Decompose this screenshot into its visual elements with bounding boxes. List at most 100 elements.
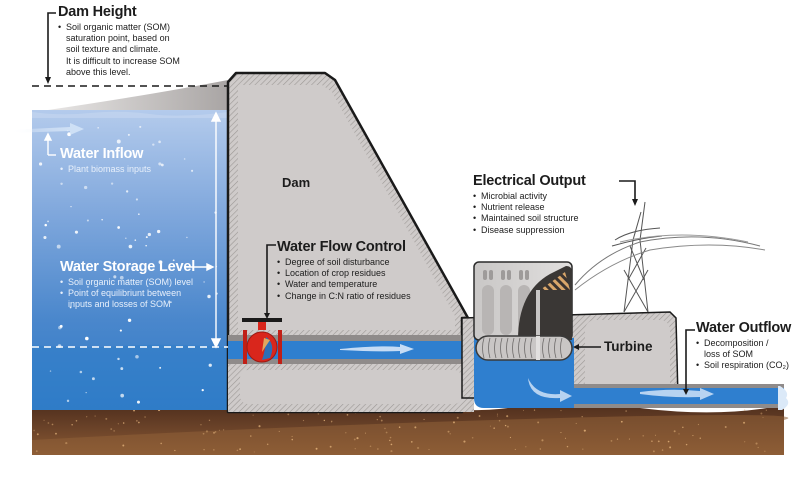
- water-bubble: [158, 260, 163, 265]
- water-bubble: [191, 169, 194, 172]
- soil-speck: [764, 450, 766, 452]
- water-bubble: [38, 162, 43, 166]
- water-bubble: [160, 163, 164, 167]
- water-inflow-title: Water Inflow: [60, 146, 144, 162]
- soil-speck: [414, 426, 417, 429]
- water-bubble: [135, 198, 139, 201]
- soil-speck: [463, 440, 466, 443]
- soil-speck: [575, 422, 577, 424]
- soil-speck: [669, 446, 672, 449]
- soil-speck: [385, 431, 388, 434]
- soil-speck: [541, 439, 544, 442]
- soil-speck: [493, 427, 495, 429]
- water-bubble: [72, 269, 75, 272]
- water-bubble: [158, 140, 161, 144]
- water-bubble: [44, 223, 47, 227]
- list-item: Microbial activity: [473, 191, 586, 203]
- soil-speck: [287, 413, 290, 416]
- soil-speck: [449, 433, 451, 435]
- water-bubble: [186, 236, 188, 239]
- soil-speck: [762, 416, 764, 419]
- water-bubble: [145, 244, 147, 247]
- soil-speck: [105, 417, 108, 420]
- soil-speck: [447, 430, 450, 433]
- turbine: [475, 335, 573, 361]
- water-storage-level-label: Water Storage Level Soil organic matter …: [60, 259, 195, 311]
- water-bubble: [159, 366, 162, 369]
- water-bubble: [128, 244, 133, 249]
- soil-speck: [346, 413, 349, 416]
- turbine-blade: [518, 337, 521, 359]
- water-bubble: [85, 391, 87, 394]
- dam-height-title: Dam Height: [58, 4, 137, 20]
- soil-speck: [330, 420, 333, 423]
- soil-speck: [133, 409, 135, 412]
- soil-speck: [456, 416, 459, 419]
- reservoir-upper-wedge: [48, 80, 228, 112]
- list-item: loss of SOM: [704, 348, 754, 359]
- soil-speck: [616, 438, 619, 440]
- soil-speck: [113, 430, 115, 432]
- water-bubble: [49, 370, 52, 372]
- water-bubble: [117, 226, 120, 229]
- storage-range-arrow: [210, 111, 222, 349]
- soil-speck: [625, 410, 627, 412]
- soil-speck: [223, 429, 225, 431]
- water-bubble: [183, 158, 186, 160]
- water-bubble: [86, 219, 89, 222]
- water-flow-control-title: Water Flow Control: [277, 239, 406, 255]
- soil-speck: [317, 412, 320, 415]
- soil-speck: [560, 410, 562, 412]
- soil-speck: [765, 409, 767, 411]
- water-outflow-title: Water Outflow: [696, 320, 792, 336]
- soil-speck: [345, 432, 347, 434]
- soil-speck: [428, 449, 430, 451]
- water-bubble: [120, 367, 124, 371]
- turbine-blade: [488, 337, 491, 359]
- soil-speck: [642, 434, 645, 437]
- soil-speck: [509, 436, 512, 439]
- water-bubble: [97, 127, 99, 129]
- water-bubble: [135, 354, 139, 359]
- soil-speck: [65, 441, 68, 445]
- water-bubble: [117, 357, 120, 361]
- water-bubble: [101, 219, 103, 221]
- list-item: Maintained soil structure: [473, 213, 586, 225]
- soil-speck: [36, 433, 39, 436]
- soil-speck: [654, 434, 656, 436]
- turbine-blade: [512, 337, 515, 359]
- water-bubble: [136, 400, 140, 404]
- soil-speck: [71, 424, 73, 426]
- soil-speck: [389, 436, 392, 439]
- water-bubble: [169, 301, 172, 304]
- soil-speck: [398, 426, 401, 429]
- list-item: Change in C:N ratio of residues: [277, 291, 411, 303]
- soil-speck: [566, 445, 569, 448]
- soil-speck: [205, 430, 209, 433]
- water-bubble: [85, 336, 89, 341]
- soil-speck: [252, 414, 254, 416]
- water-bubble: [43, 235, 47, 240]
- soil-speck: [525, 446, 527, 448]
- water-bubble: [139, 125, 142, 128]
- soil-speck: [174, 449, 176, 452]
- soil-speck: [651, 440, 653, 443]
- soil-speck: [496, 413, 499, 415]
- list-item: Degree of soil disturbance: [277, 257, 411, 269]
- water-bubble: [119, 329, 122, 332]
- soil-speck: [610, 440, 613, 442]
- soil-speck: [75, 419, 78, 422]
- dam-height-items: Soil organic matter (SOM)saturation poin…: [58, 22, 180, 78]
- water-bubble: [74, 230, 79, 234]
- soil-speck: [55, 432, 57, 435]
- water-bubble: [207, 294, 211, 299]
- soil-speck: [471, 436, 474, 439]
- electrical-output-title: Electrical Output: [473, 173, 586, 189]
- soil-speck: [416, 446, 420, 450]
- turbine-blade: [500, 337, 503, 359]
- soil-speck: [620, 420, 623, 423]
- soil-speck: [380, 419, 383, 422]
- water-bubble: [69, 306, 72, 309]
- generator-house: [473, 261, 573, 341]
- leader-lines: [47, 12, 695, 390]
